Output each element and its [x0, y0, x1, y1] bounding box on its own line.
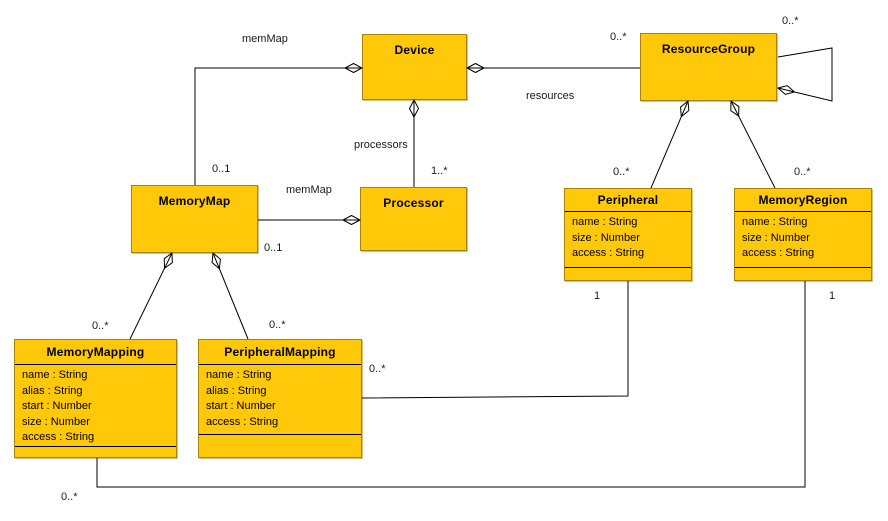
class-peripheral-attributes: name : String size : Number access : Str…: [565, 212, 691, 268]
class-peripheralmapping-operations-empty: [199, 435, 361, 457]
label-mult-processor: 1..*: [431, 165, 448, 177]
attribute: name : String: [206, 369, 272, 381]
attribute: access : String: [22, 431, 95, 443]
edge-memorymap-peripheralmapping: [213, 253, 249, 340]
attribute: size : Number: [572, 231, 640, 244]
label-mult-peripheral-bottom: 1: [594, 290, 601, 302]
class-memorymap-title: MemoryMap: [158, 194, 231, 208]
label-mult-memorymapping-top: 0..*: [92, 320, 109, 332]
label-mult-resourcegroup: 0..*: [610, 31, 627, 43]
attribute: access : String: [742, 247, 815, 259]
class-device[interactable]: Device: [362, 34, 467, 100]
attribute: name : String: [572, 216, 638, 228]
class-memoryregion-title: MemoryRegion: [735, 189, 871, 212]
class-memoryregion[interactable]: MemoryRegion name : String size : Number…: [734, 188, 872, 281]
class-peripheral[interactable]: Peripheral name : String size : Number a…: [564, 188, 692, 281]
edge-resourcegroup-peripheral: [650, 101, 688, 189]
label-mult-memoryregion-top: 0..*: [794, 166, 811, 178]
attribute: access : String: [206, 415, 279, 428]
edge-memorymap-memorymapping: [129, 253, 172, 340]
label-role-memmap-mid: memMap: [286, 184, 332, 196]
label-role-memmap-top: memMap: [242, 33, 288, 45]
class-peripheralmapping-attributes: name : String alias : String start : Num…: [199, 365, 361, 435]
label-mult-memorymapping-bottom: 0..*: [61, 491, 78, 503]
class-memorymapping-operations-empty: [15, 447, 176, 457]
edge-resourcegroup-memoryregion: [731, 101, 776, 189]
attribute: name : String: [742, 216, 808, 228]
label-mult-memorymap-top: 0..1: [212, 163, 231, 175]
class-peripheralmapping[interactable]: PeripheralMapping name : String alias : …: [198, 339, 362, 458]
attribute: size : Number: [742, 231, 810, 244]
class-resourcegroup[interactable]: ResourceGroup: [640, 33, 777, 101]
label-role-processors: processors: [354, 139, 408, 151]
class-processor[interactable]: Processor: [360, 187, 467, 251]
attribute: size : Number: [22, 415, 90, 428]
label-mult-peripheralmapping-top: 0..*: [269, 319, 286, 331]
class-memoryregion-attributes: name : String size : Number access : Str…: [735, 212, 871, 268]
label-role-resources: resources: [526, 90, 575, 102]
edge-peripheralmapping-peripheral: [361, 281, 629, 399]
label-mult-memorymap-mid: 0..1: [264, 242, 283, 254]
class-resourcegroup-title: ResourceGroup: [661, 42, 756, 56]
label-mult-resourcegroup-self: 0..*: [782, 15, 799, 27]
class-peripheralmapping-title: PeripheralMapping: [199, 340, 361, 365]
class-device-title: Device: [394, 43, 435, 57]
class-memorymap[interactable]: MemoryMap: [131, 185, 258, 253]
attribute: name : String: [22, 369, 88, 381]
class-peripheral-operations-empty: [565, 268, 691, 280]
attribute: start : Number: [206, 400, 276, 412]
edge-resourcegroup-self: [778, 47, 833, 102]
attribute: alias : String: [206, 384, 267, 397]
class-memorymapping[interactable]: MemoryMapping name : String alias : Stri…: [14, 339, 177, 458]
label-mult-peripheral-top: 0..*: [613, 166, 630, 178]
class-memorymapping-title: MemoryMapping: [15, 340, 176, 365]
class-memoryregion-operations-empty: [735, 268, 871, 280]
class-processor-title: Processor: [383, 196, 444, 210]
label-mult-peripheralmapping-right: 0..*: [369, 363, 386, 375]
attribute: alias : String: [22, 384, 83, 397]
attribute: start : Number: [22, 400, 92, 412]
attribute: access : String: [572, 247, 645, 259]
class-memorymapping-attributes: name : String alias : String start : Num…: [15, 365, 176, 447]
class-peripheral-title: Peripheral: [565, 189, 691, 212]
label-mult-memoryregion-bottom: 1: [829, 290, 836, 302]
